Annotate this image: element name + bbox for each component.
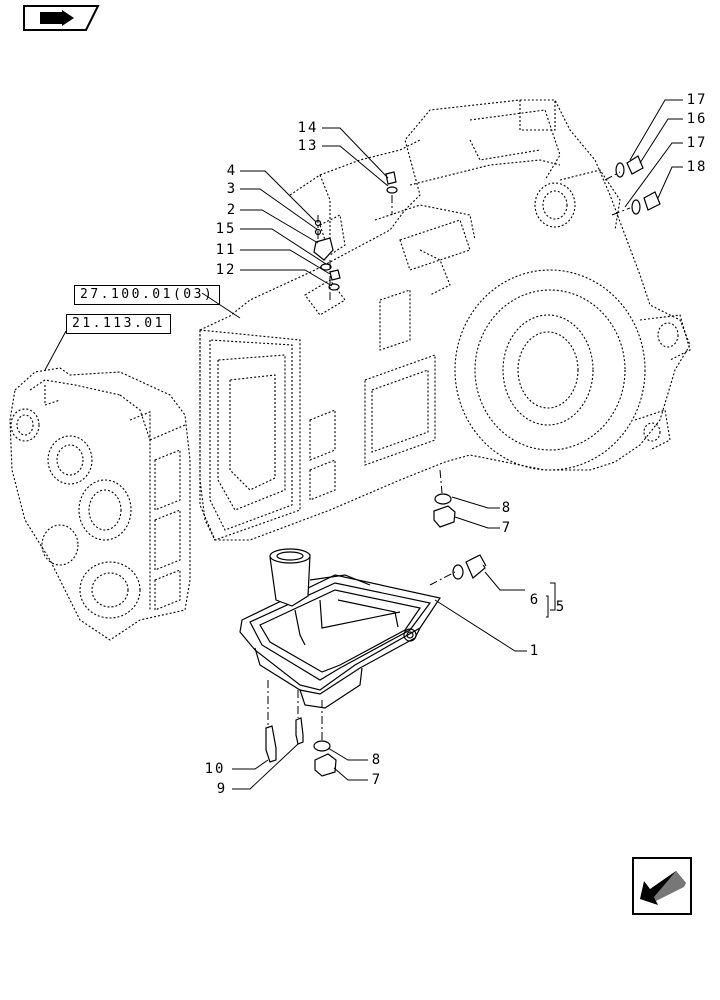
next-page-arrow-icon[interactable] [632,857,694,917]
callout-9[interactable]: 9 [217,781,227,797]
rear-housing-outline [199,99,691,541]
callout-1[interactable]: 1 [530,643,540,659]
oil-sump [239,548,441,709]
seal-ring [615,162,625,178]
drain-plug [433,505,456,528]
bolt [295,717,304,745]
callout-8[interactable]: 8 [372,752,382,768]
callout-17[interactable]: 17 [687,135,708,151]
bolt [265,725,277,763]
callout-8[interactable]: 8 [502,500,512,516]
seal-ring [434,493,452,505]
callout-10[interactable]: 10 [205,761,226,777]
front-housing-outline [9,367,191,641]
callout-16[interactable]: 16 [687,111,708,127]
callout-14[interactable]: 14 [298,120,319,136]
callout-5[interactable]: 5 [556,599,566,615]
callout-18[interactable]: 18 [687,159,708,175]
seal-ring [452,564,464,580]
breather-cap [313,237,334,261]
reference-label[interactable]: 21.113.01 [66,314,171,334]
callout-6[interactable]: 6 [530,592,540,608]
callout-11[interactable]: 11 [216,242,237,258]
reference-label[interactable]: 27.100.01(03) [74,285,221,305]
seal-ring [313,740,331,752]
callout-13[interactable]: 13 [298,138,319,154]
drain-plug [314,753,337,777]
callout-3[interactable]: 3 [227,181,237,197]
callout-7[interactable]: 7 [372,772,382,788]
callout-12[interactable]: 12 [216,262,237,278]
callout-4[interactable]: 4 [227,163,237,179]
seal-ring [631,199,641,215]
callout-15[interactable]: 15 [216,221,237,237]
callout-2[interactable]: 2 [227,202,237,218]
callout-7[interactable]: 7 [502,520,512,536]
callout-17[interactable]: 17 [687,92,708,108]
book-arrow-icon[interactable] [22,4,102,32]
